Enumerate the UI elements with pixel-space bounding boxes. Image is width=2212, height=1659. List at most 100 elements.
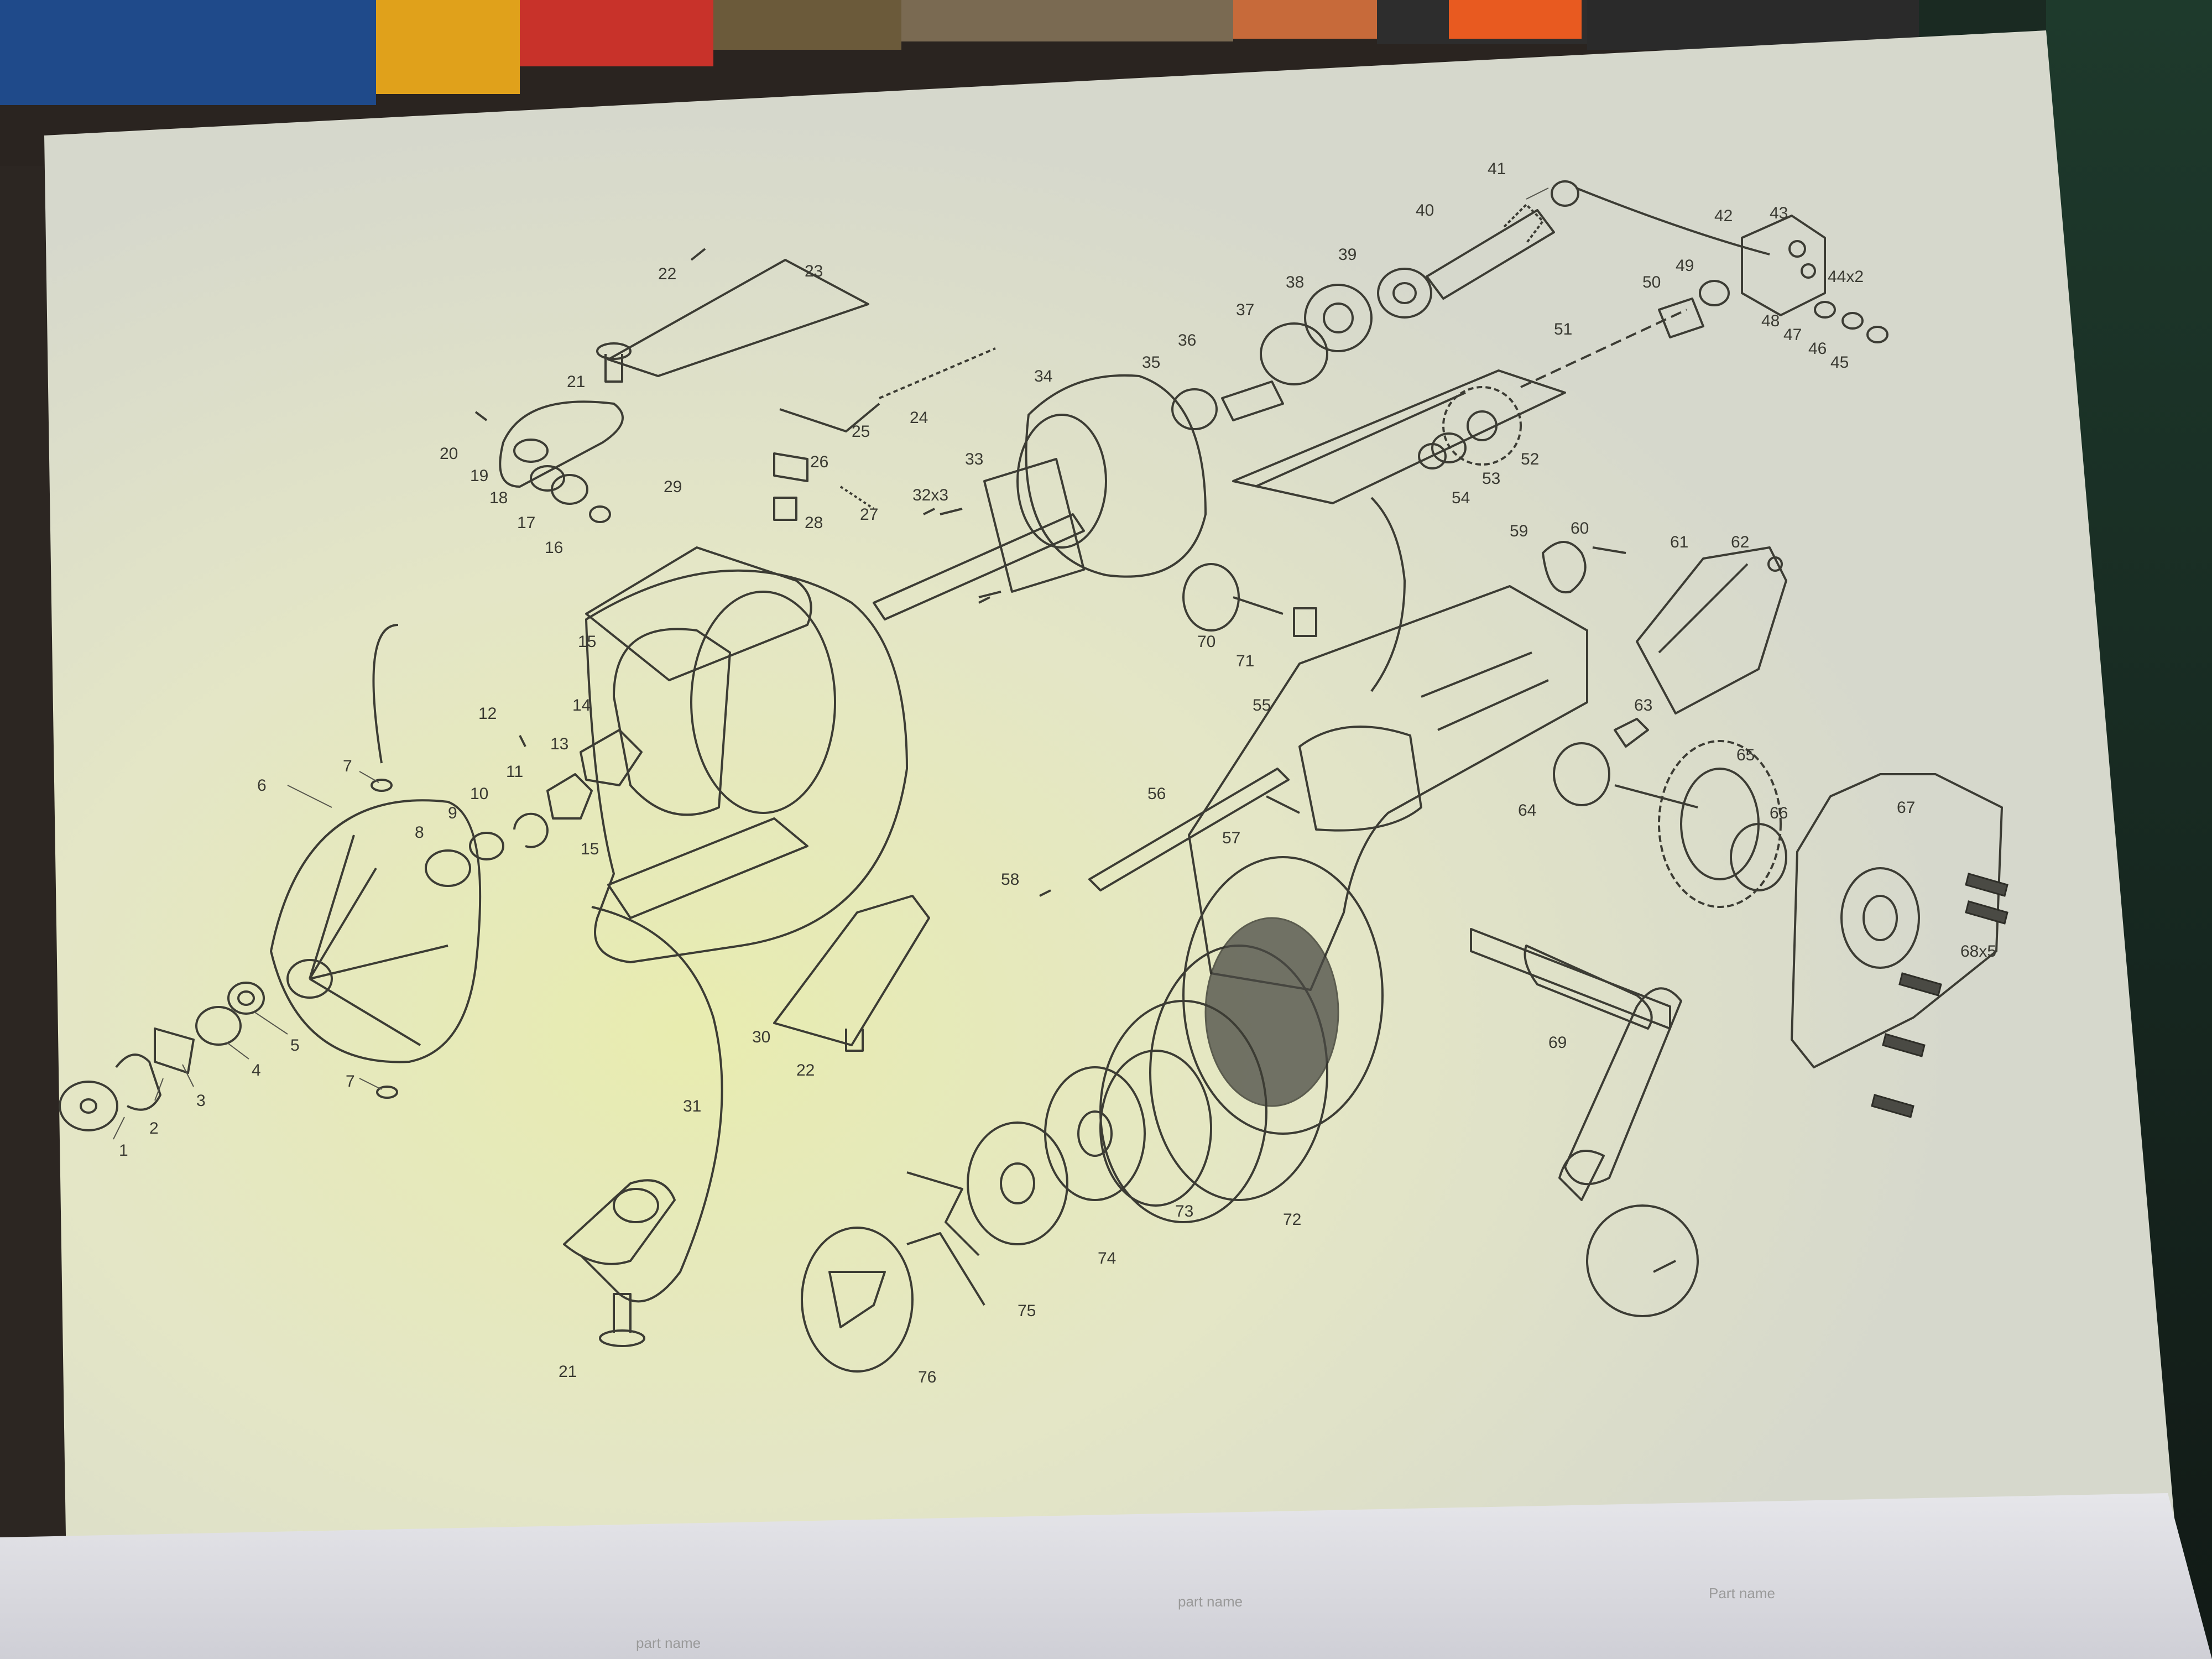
callout-70: 70: [1197, 633, 1215, 651]
callout-21b: 21: [559, 1363, 577, 1381]
handle-group: [1470, 928, 1699, 1317]
callout-1: 1: [119, 1141, 128, 1160]
callout-8: 8: [415, 823, 424, 842]
callout-56: 56: [1147, 785, 1166, 803]
callout-22a: 22: [658, 265, 676, 283]
callout-44x2: 44x2: [1828, 268, 1864, 286]
spool-group: [1044, 856, 1384, 1223]
oscillation-group: [1016, 268, 1432, 578]
callout-43: 43: [1770, 204, 1788, 222]
worm-shaft-group: [1426, 180, 1770, 300]
callout-76: 76: [918, 1368, 936, 1386]
callout-33: 33: [965, 450, 983, 468]
callout-14: 14: [572, 696, 591, 714]
drag-group: [801, 1121, 1068, 1373]
callout-2: 2: [149, 1119, 159, 1138]
callout-54: 54: [1452, 489, 1470, 507]
callout-17: 17: [517, 514, 535, 532]
callout-28: 28: [805, 514, 823, 532]
callout-23: 23: [805, 262, 823, 280]
bail-wire-group: [563, 895, 930, 1347]
callout-57: 57: [1222, 829, 1240, 847]
callout-5: 5: [290, 1036, 300, 1055]
callout-21a: 21: [567, 373, 585, 391]
callout-61: 61: [1670, 533, 1688, 551]
callout-24: 24: [910, 409, 928, 427]
callout-48: 48: [1761, 312, 1780, 330]
callout-12: 12: [478, 705, 497, 723]
callout-11: 11: [506, 763, 523, 781]
rotor-group: [372, 546, 908, 1303]
callout-7b: 7: [346, 1072, 355, 1091]
callout-31: 31: [683, 1097, 701, 1115]
callout-13: 13: [550, 735, 568, 753]
callout-50: 50: [1642, 273, 1661, 291]
callout-65: 65: [1736, 746, 1755, 764]
callout-53: 53: [1482, 469, 1500, 488]
callout-37: 37: [1236, 301, 1254, 319]
left-cover-group: [59, 729, 643, 1131]
callout-labels: 1 2 3 4 5 6 7 7 8 9 10 11 12 13 14 15 15…: [119, 160, 1996, 1386]
callout-58: 58: [1001, 870, 1019, 889]
callout-26: 26: [810, 453, 828, 471]
paper-sheet: [44, 30, 2179, 1571]
callout-74: 74: [1098, 1249, 1116, 1267]
paper-fold: [0, 1493, 2212, 1659]
callout-42: 42: [1714, 207, 1733, 225]
shaft-pins-group: [1039, 541, 1626, 897]
callout-38: 38: [1286, 273, 1304, 291]
callout-60: 60: [1571, 519, 1589, 538]
callout-45: 45: [1830, 353, 1849, 372]
main-gear-group: [1553, 718, 1787, 908]
callout-16: 16: [545, 539, 563, 557]
callout-6: 6: [257, 776, 267, 795]
spring-group: [773, 347, 996, 521]
callout-18: 18: [489, 489, 508, 507]
callout-7a: 7: [343, 757, 352, 775]
body-frame-group: [1188, 369, 1588, 991]
callout-41: 41: [1488, 160, 1506, 178]
callout-62: 62: [1731, 533, 1749, 551]
callout-4: 4: [252, 1061, 261, 1079]
pinion-group: [873, 458, 1085, 620]
bail-arm-group: [474, 248, 869, 523]
legend-header-2: part name: [1178, 1593, 1243, 1610]
callout-46: 46: [1808, 340, 1827, 358]
callout-25: 25: [852, 422, 870, 441]
callout-49: 49: [1676, 257, 1694, 275]
callout-30: 30: [752, 1028, 770, 1046]
callout-75: 75: [1018, 1302, 1036, 1320]
callout-69: 69: [1548, 1034, 1567, 1052]
slider-group: [1520, 215, 1888, 388]
callout-3: 3: [196, 1092, 206, 1110]
callout-68x5: 68x5: [1960, 942, 1996, 961]
callout-59: 59: [1510, 522, 1528, 540]
callout-73: 73: [1175, 1202, 1193, 1220]
callout-64: 64: [1518, 801, 1536, 820]
callout-40: 40: [1416, 201, 1434, 220]
callout-71: 71: [1236, 652, 1254, 670]
callout-32x3: 32x3: [912, 486, 948, 504]
side-plate-group: [1636, 546, 1787, 714]
callout-72: 72: [1283, 1211, 1301, 1229]
legend-header-3: Part name: [1709, 1585, 1775, 1601]
callout-36: 36: [1178, 331, 1196, 349]
callout-15a: 15: [578, 633, 596, 651]
callout-35: 35: [1142, 353, 1160, 372]
callout-51: 51: [1554, 320, 1572, 338]
callout-47: 47: [1783, 326, 1802, 344]
callout-66: 66: [1770, 804, 1788, 822]
callout-15b: 15: [581, 840, 599, 858]
callout-55: 55: [1253, 696, 1271, 714]
callout-20: 20: [440, 445, 458, 463]
callout-10: 10: [470, 785, 488, 803]
callout-63: 63: [1634, 696, 1652, 714]
leader-lines: [113, 187, 1549, 1140]
right-cover-group: [1791, 773, 2008, 1118]
callout-67: 67: [1897, 799, 1915, 817]
callout-27: 27: [860, 505, 878, 524]
legend-header-1: part name: [636, 1635, 701, 1651]
parts-list-headers: part name part name Part name: [636, 1585, 1775, 1651]
callout-22b: 22: [796, 1061, 815, 1079]
